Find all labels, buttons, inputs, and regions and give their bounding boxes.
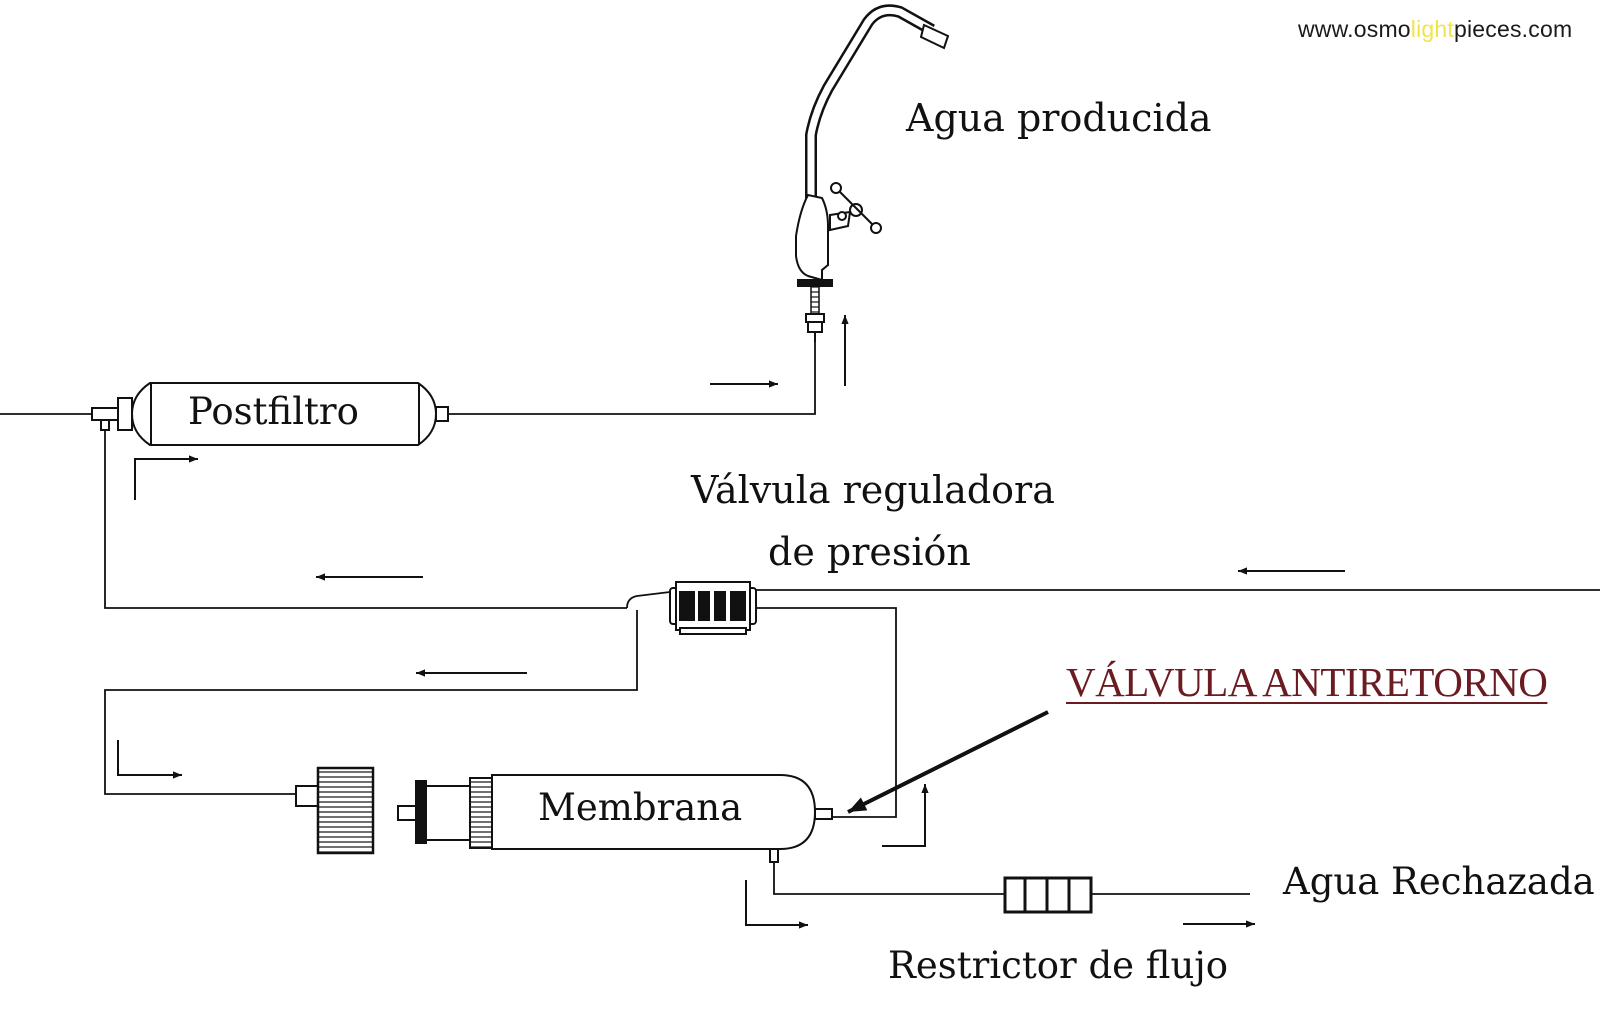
label-agua-producida: Agua producida — [906, 96, 1212, 140]
label-agua-rechazada: Agua Rechazada — [1283, 860, 1595, 903]
pipes — [0, 342, 1600, 895]
label-valvula-reguladora-line2: de presión — [768, 530, 971, 574]
label-membrana: Membrana — [538, 786, 743, 829]
flow-restrictor-icon — [1003, 876, 1093, 914]
website-suffix: pieces.com — [1454, 16, 1573, 42]
label-restrictor-de-flujo: Restrictor de flujo — [888, 944, 1229, 987]
flow-arrows — [117, 315, 1345, 929]
membrane — [295, 766, 833, 863]
postfilter — [91, 382, 449, 446]
label-valvula-antiretorno: VÁLVULA ANTIRETORNO — [1066, 659, 1548, 705]
website-prefix: www.osmo — [1298, 16, 1411, 42]
label-postfiltro: Postfiltro — [188, 390, 359, 433]
pressure-valve-icon — [669, 581, 757, 635]
website-highlight: light — [1410, 16, 1454, 42]
faucet-icon — [795, 4, 950, 342]
label-valvula-reguladora-line1: Válvula reguladora — [691, 468, 1055, 512]
website-url: www.osmolightpieces.com — [1298, 16, 1572, 43]
